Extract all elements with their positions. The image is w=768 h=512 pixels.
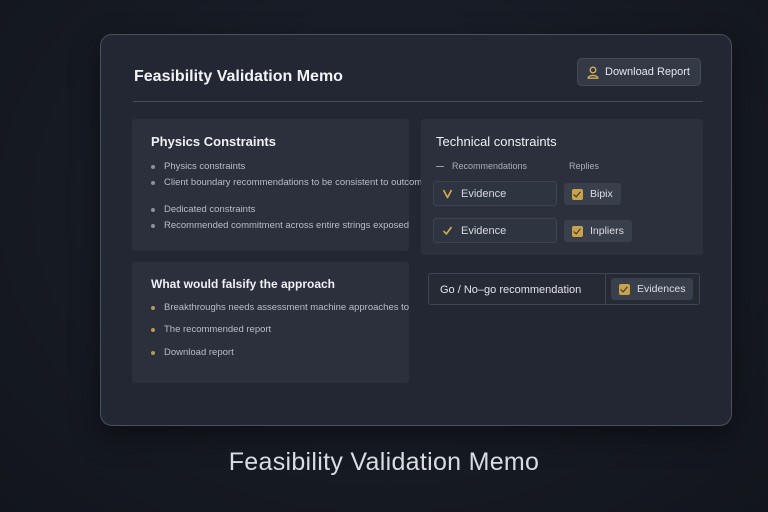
checkbox-icon: [619, 283, 630, 295]
check-icon: [442, 226, 453, 235]
technical-constraints-card: Technical constraints Recommendations Re…: [421, 119, 703, 255]
checkbox-icon: [572, 225, 583, 237]
evidences-badge[interactable]: Evidences: [611, 278, 694, 300]
bullet-icon: [151, 164, 155, 169]
evidence-label: Evidence: [461, 224, 507, 237]
bullet-icon: [151, 207, 155, 212]
bullet-icon: [151, 327, 155, 332]
bullet-text: Download report: [164, 347, 234, 358]
bullet-text: Breakthroughs needs assessment machine a…: [164, 302, 410, 313]
evidence-label: Evidence: [461, 187, 507, 200]
go-nogo-recommendation: Go / No–go recommendation Evidences: [428, 273, 700, 305]
bullet-icon: [151, 305, 155, 310]
list-item: Client boundary recommendations to be co…: [151, 177, 428, 188]
memo-title: Feasibility Validation Memo: [134, 68, 343, 85]
bullet-icon: [151, 350, 155, 355]
column-header-right: Replies: [569, 161, 600, 171]
evidence-item[interactable]: Evidence: [433, 181, 557, 206]
column-header-left: Recommendations: [436, 161, 527, 171]
bullet-text: The recommended report: [164, 324, 272, 335]
falsify-approach-title: What would falsify the approach: [151, 277, 336, 291]
download-report-button[interactable]: Download Report: [577, 58, 701, 86]
bullet-text: Dedicated constraints: [164, 204, 256, 215]
list-item: Breakthroughs needs assessment machine a…: [151, 302, 409, 313]
status-badge: Bipix: [564, 183, 621, 205]
status-badge: Inpliers: [564, 220, 632, 242]
list-item: Recommended commitment across entire str…: [151, 220, 409, 231]
page-caption: Feasibility Validation Memo: [228, 448, 540, 476]
go-nogo-label: Go / No–go recommendation: [440, 284, 582, 296]
bullet-icon: [151, 180, 155, 185]
physics-constraints-card: Physics Constraints Physics constraints …: [132, 119, 428, 251]
bullet-text: Recommended commitment across entire str…: [164, 220, 409, 231]
download-report-label: Download Report: [605, 66, 690, 78]
header-divider: [133, 101, 703, 102]
badge-label: Bipix: [590, 188, 613, 200]
memo-window: Feasibility Validation Memo Download Rep…: [100, 34, 732, 426]
bullet-text: Physics constraints: [164, 161, 246, 172]
column-divider: [605, 274, 606, 304]
list-item: Physics constraints: [151, 161, 245, 172]
checkbox-icon: [572, 188, 583, 200]
physics-constraints-title: Physics Constraints: [151, 134, 276, 149]
list-item: The recommended report: [151, 324, 271, 335]
bullet-text: Client boundary recommendations to be co…: [164, 177, 428, 188]
badge-label: Inpliers: [590, 225, 624, 237]
user-icon: [587, 66, 599, 79]
falsify-approach-card: What would falsify the approach Breakthr…: [132, 262, 409, 383]
list-item: Dedicated constraints: [151, 204, 255, 215]
technical-constraints-title: Technical constraints: [436, 134, 557, 149]
list-item: Download report: [151, 347, 234, 358]
badge-label: Evidences: [637, 283, 686, 295]
dash-icon: [436, 165, 444, 167]
evidence-item[interactable]: Evidence: [433, 218, 557, 243]
shield-check-icon: [442, 189, 453, 199]
bullet-icon: [151, 223, 155, 228]
